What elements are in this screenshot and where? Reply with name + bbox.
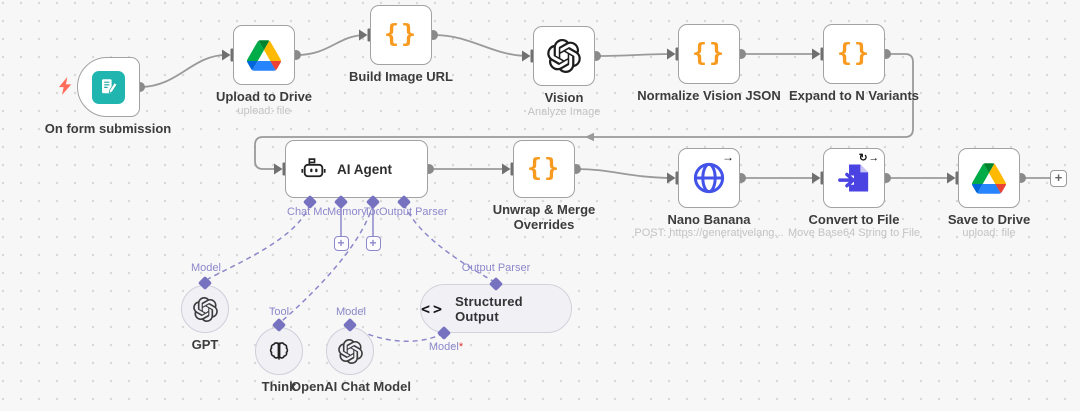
link-tool-think (281, 203, 374, 322)
google-drive-icon (247, 39, 281, 71)
code-node-icon: {} (836, 37, 872, 67)
convert-arrows-icon: ↻→ (858, 152, 880, 164)
openai-icon (337, 338, 363, 364)
add-node-button[interactable]: + (1050, 170, 1067, 187)
form-trigger-icon (92, 70, 125, 104)
node-label-vision: Vision (544, 90, 584, 105)
node-label-agent: AI Agent (337, 161, 392, 177)
node-label-convert: Convert to File (808, 212, 900, 227)
node-nano-banana[interactable]: → (678, 148, 740, 208)
edge-unwrap-nano (576, 168, 675, 179)
robot-icon (301, 157, 326, 177)
code-node-icon: {} (383, 18, 419, 48)
agent-port-label-output-parser: Output Parser (379, 206, 448, 218)
input-port-agent[interactable] (274, 162, 286, 176)
input-port-nano[interactable] (667, 171, 679, 185)
subnode-openai-chat-model[interactable] (326, 327, 374, 375)
code-node-icon: {} (526, 152, 562, 182)
input-port-convert[interactable] (812, 171, 824, 185)
node-ai-agent[interactable]: AI Agent (285, 140, 428, 198)
subnode-label-think: Think (261, 379, 297, 394)
edge-build-vision (433, 34, 530, 57)
node-convert-to-file[interactable]: ↻→ (823, 148, 885, 208)
node-subtitle-vision: Analyze Image (527, 106, 601, 118)
node-label-expand: Expand to N Variants (788, 88, 920, 103)
agent-port-label-chat-model: Chat Model (287, 206, 327, 218)
file-convert-icon (838, 164, 869, 192)
node-label-upload: Upload to Drive (215, 89, 313, 104)
node-subtitle-upload: upload: file (237, 105, 291, 117)
node-unwrap-merge-overrides[interactable]: {} (513, 140, 575, 198)
edge-loop-arrowhead (585, 132, 594, 142)
add-memory-button[interactable]: + (333, 236, 349, 251)
input-port-vision[interactable] (522, 49, 534, 63)
brain-icon (269, 342, 289, 360)
required-mark: * (458, 341, 464, 353)
gpt-port-label: Model (191, 262, 221, 274)
google-drive-icon (972, 162, 1006, 194)
node-subtitle-nano: POST: https://generativelang... (634, 227, 784, 239)
node-label-nano: Nano Banana (667, 212, 751, 227)
think-port-label: Tool (268, 306, 290, 318)
node-label-save: Save to Drive (947, 212, 1031, 227)
subnode-think[interactable] (255, 327, 303, 375)
node-normalize-vision-json[interactable]: {} (678, 24, 740, 84)
edge-vision-normalize (596, 53, 675, 57)
edge-trigger-upload (139, 54, 227, 88)
node-label-build: Build Image URL (348, 69, 454, 84)
subnode-structured-output[interactable]: <> Structured Output (420, 284, 572, 333)
input-port-upload[interactable] (222, 48, 234, 62)
code-node-icon: {} (691, 37, 727, 67)
node-save-to-drive[interactable] (958, 148, 1020, 208)
node-vision[interactable] (533, 26, 595, 86)
input-port-save[interactable] (947, 171, 959, 185)
node-expand-to-n-variants[interactable]: {} (823, 24, 885, 84)
subnode-gpt[interactable] (181, 285, 229, 333)
openai-icon (192, 296, 218, 322)
code-brackets-icon: <> (421, 299, 446, 318)
openai-chat-port-label: Model (336, 306, 366, 318)
input-port-build[interactable] (359, 28, 371, 42)
structured-model-port-label: Model* (428, 341, 464, 353)
node-build-image-url[interactable]: {} (370, 5, 432, 65)
node-subtitle-convert: Move Base64 String to File (787, 227, 921, 239)
node-subtitle-save: upload: file (962, 227, 1016, 239)
input-port-normalize[interactable] (667, 47, 679, 61)
http-globe-icon (693, 162, 725, 194)
edge-upload-build (296, 34, 367, 56)
node-on-form-submission[interactable] (77, 57, 140, 117)
webhook-arrow-icon: → (722, 150, 734, 164)
add-tool-button[interactable]: + (365, 236, 381, 251)
agent-port-label-memory: Memory (327, 206, 367, 218)
node-label-normalize: Normalize Vision JSON (637, 88, 781, 103)
subnode-label-structured-output: Structured Output (455, 293, 523, 324)
node-upload-to-drive[interactable] (233, 25, 295, 85)
structured-output-parser-port-label: Output Parser (461, 262, 531, 274)
subnode-label-openai-chat: OpenAI Chat Model (291, 379, 411, 394)
openai-icon (547, 39, 581, 73)
agent-port-label-tool: Tool (364, 206, 379, 218)
node-label-unwrap: Unwrap & Merge Overrides (492, 202, 596, 233)
subnode-label-gpt: GPT (191, 337, 219, 352)
input-port-unwrap[interactable] (502, 162, 514, 176)
execute-bolt-icon (58, 77, 72, 95)
input-port-expand[interactable] (812, 47, 824, 61)
node-label-trigger: On form submission (44, 121, 172, 136)
